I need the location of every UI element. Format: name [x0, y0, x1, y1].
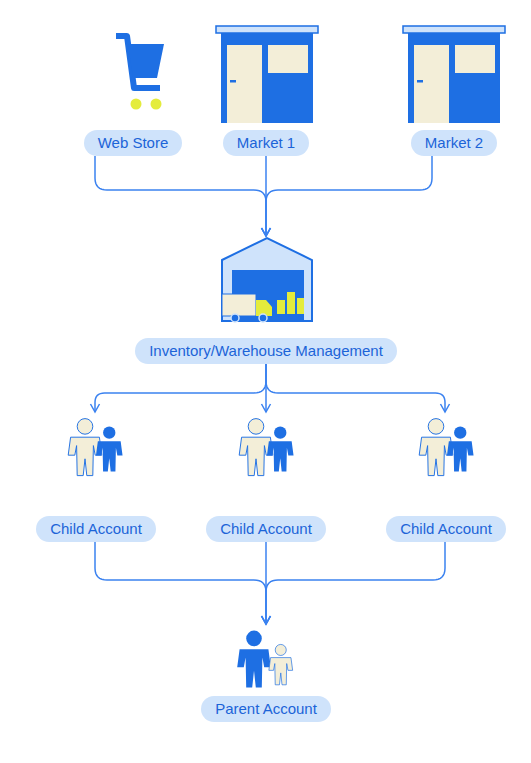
store-icon	[403, 26, 505, 123]
node-label: Inventory/Warehouse Management	[135, 338, 397, 364]
node-label: Market 2	[411, 130, 497, 156]
warehouse-icon	[222, 238, 312, 322]
labeled-icon-node: Inventory/Warehouse Management	[128, 236, 404, 364]
flow-connector	[95, 156, 266, 236]
flow-connector	[266, 542, 445, 624]
labeled-icon-node: Child Account	[206, 412, 326, 542]
labeled-icon-node: Child Account	[36, 412, 156, 542]
people-icon	[68, 419, 122, 476]
flow-connector	[95, 364, 266, 412]
node-label: Market 1	[223, 130, 309, 156]
flow-connector	[266, 364, 445, 412]
node-label: Parent Account	[201, 696, 331, 722]
people-icon	[237, 631, 292, 688]
labeled-icon-node: Parent Account	[192, 624, 340, 722]
flow-connector	[265, 156, 267, 236]
people-icon	[419, 419, 473, 476]
people-icon	[239, 419, 293, 476]
flow-connector	[265, 364, 267, 412]
flow-connector	[265, 542, 267, 624]
store-icon	[216, 26, 318, 123]
flow-connector	[95, 542, 266, 624]
node-label: Web Store	[84, 130, 183, 156]
flow-connector	[266, 156, 432, 236]
node-label: Child Account	[386, 516, 506, 542]
labeled-icon-node: Market 2	[398, 24, 510, 156]
node-label: Child Account	[206, 516, 326, 542]
cart-icon	[116, 36, 164, 110]
labeled-icon-node: Child Account	[386, 412, 506, 542]
labeled-icon-node: Market 1	[212, 24, 320, 156]
node-label: Child Account	[36, 516, 156, 542]
labeled-icon-node: Web Store	[80, 22, 186, 156]
